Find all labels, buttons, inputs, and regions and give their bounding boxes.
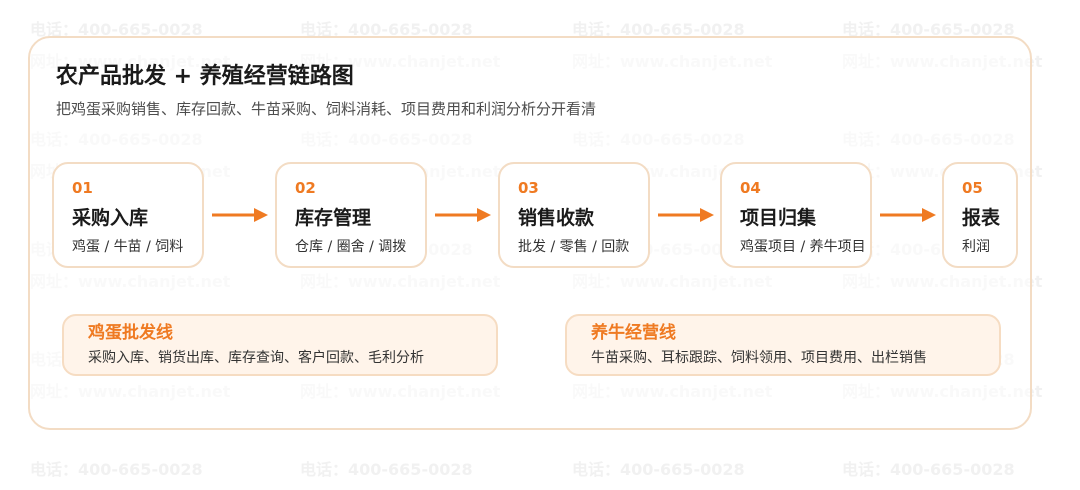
step-name: 采购入库 [72, 207, 149, 229]
line-desc: 采购入库、销货出库、库存查询、客户回款、毛利分析 [88, 350, 424, 366]
step-name: 项目归集 [740, 207, 817, 229]
step-desc: 利润 [962, 239, 990, 255]
step-name: 库存管理 [295, 207, 372, 229]
step-sales-receipt: 03 销售收款 批发 / 零售 / 回款 [498, 162, 650, 268]
step-number: 03 [518, 179, 539, 197]
step-number: 04 [740, 179, 761, 197]
step-inventory: 02 库存管理 仓库 / 圈舍 / 调拨 [275, 162, 427, 268]
line-title: 养牛经营线 [591, 323, 676, 343]
watermark: 电话：400-665-0028 [842, 460, 1015, 479]
line-title: 鸡蛋批发线 [88, 323, 173, 343]
step-report: 05 报表 利润 [942, 162, 1018, 268]
page-subtitle: 把鸡蛋采购销售、库存回款、牛苗采购、饲料消耗、项目费用和利润分析分开看清 [56, 100, 597, 118]
step-number: 02 [295, 179, 316, 197]
step-desc: 鸡蛋 / 牛苗 / 饲料 [72, 239, 184, 255]
step-name: 销售收款 [518, 207, 595, 229]
step-name: 报表 [962, 207, 1001, 229]
step-desc: 仓库 / 圈舍 / 调拨 [295, 239, 407, 255]
page-title: 农产品批发 + 养殖经营链路图 [56, 64, 354, 89]
step-number: 01 [72, 179, 93, 197]
step-desc: 鸡蛋项目 / 养牛项目 [740, 239, 866, 255]
cattle-operation-line: 养牛经营线 牛苗采购、耳标跟踪、饲料领用、项目费用、出栏销售 [565, 314, 1001, 376]
watermark: 电话：400-665-0028 [30, 460, 203, 479]
arrow-right-icon [435, 208, 491, 222]
step-purchase-inbound: 01 采购入库 鸡蛋 / 牛苗 / 饲料 [52, 162, 204, 268]
arrow-right-icon [658, 208, 714, 222]
step-number: 05 [962, 179, 983, 197]
watermark: 电话：400-665-0028 [572, 460, 745, 479]
step-project-allocation: 04 项目归集 鸡蛋项目 / 养牛项目 [720, 162, 872, 268]
arrow-right-icon [212, 208, 268, 222]
watermark: 电话：400-665-0028 [300, 460, 473, 479]
line-desc: 牛苗采购、耳标跟踪、饲料领用、项目费用、出栏销售 [591, 350, 927, 366]
step-desc: 批发 / 零售 / 回款 [518, 239, 630, 255]
egg-wholesale-line: 鸡蛋批发线 采购入库、销货出库、库存查询、客户回款、毛利分析 [62, 314, 498, 376]
arrow-right-icon [880, 208, 936, 222]
